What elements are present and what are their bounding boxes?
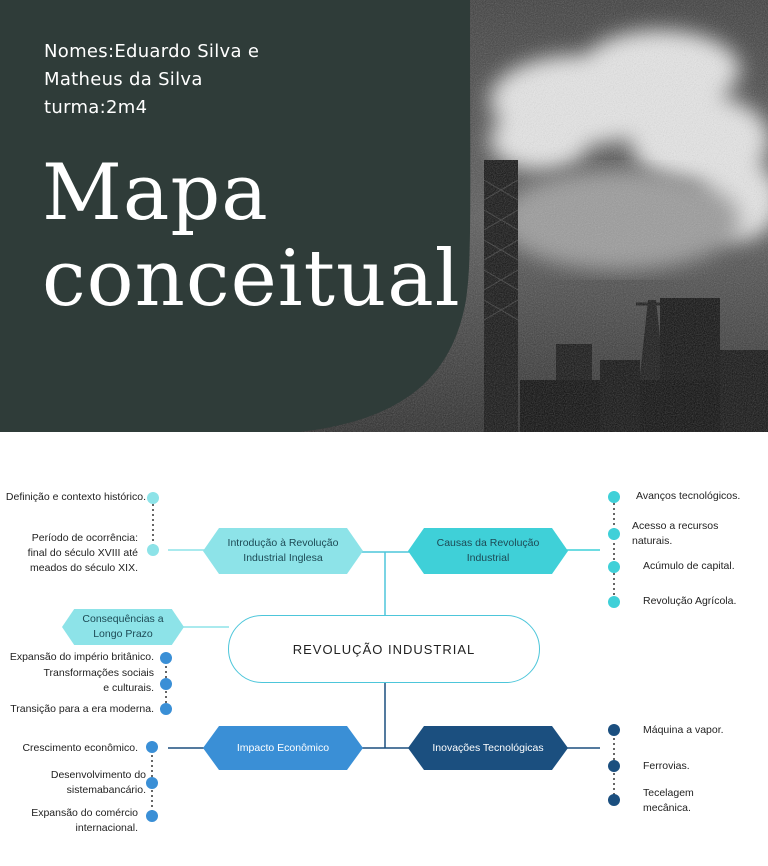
bullet-dot <box>147 492 159 504</box>
bullet-dot <box>608 528 620 540</box>
consequences-item-1: Expansão do império britânico. <box>9 651 154 663</box>
bullet-dot <box>146 741 158 753</box>
bullet-dot <box>608 491 620 503</box>
innovations-item-2: Ferrovias. <box>643 760 690 772</box>
causes-item-2: Acesso a recursos naturais. <box>632 520 719 547</box>
impact-item-3: Expansão do comércio internacional. <box>31 807 138 834</box>
connector-lines <box>146 491 620 822</box>
bullet-dot <box>608 794 620 806</box>
causes-item-1: Avanços tecnológicos. <box>636 490 741 502</box>
causes-item-3: Acúmulo de capital. <box>643 560 735 572</box>
bullet-dot <box>160 703 172 715</box>
innovations-item-1: Máquina a vapor. <box>643 724 724 736</box>
cover-title: Mapa conceitual <box>42 150 461 322</box>
bullet-dot <box>608 760 620 772</box>
bullet-dot <box>608 596 620 608</box>
class-line: turma:2m4 <box>44 97 148 118</box>
node-innovations: Inovações Tecnológicas <box>408 726 568 770</box>
bullet-dot <box>146 777 158 789</box>
names-line-1: Nomes:Eduardo Silva e <box>44 41 260 62</box>
bullet-dot <box>160 678 172 690</box>
title-line-1: Mapa <box>42 148 269 238</box>
consequences-item-2: Transformações sociais e culturais. <box>43 667 154 694</box>
names-line-2: Matheus da Silva <box>44 69 203 90</box>
author-credits: Nomes:Eduardo Silva e Matheus da Silva t… <box>44 38 259 122</box>
bullet-dot <box>146 810 158 822</box>
node-impact: Impacto Econômico <box>203 726 363 770</box>
bullet-dot <box>608 561 620 573</box>
industrial-smokestack-photo <box>300 0 768 432</box>
bullet-dot <box>147 544 159 556</box>
causes-item-4: Revolução Agrícola. <box>643 595 737 607</box>
intro-item-2: Período de ocorrência: final do século X… <box>27 532 138 574</box>
impact-item-1: Crescimento econômico. <box>22 742 138 754</box>
bullet-dot <box>160 652 172 664</box>
bullet-dot <box>608 724 620 736</box>
title-line-2: conceitual <box>42 234 461 324</box>
impact-item-2: Desenvolvimento do sistemabancário. <box>50 769 146 796</box>
central-node: REVOLUÇÃO INDUSTRIAL <box>228 615 540 683</box>
cover-section: Nomes:Eduardo Silva e Matheus da Silva t… <box>0 0 768 432</box>
intro-item-1: Definição e contexto histórico. <box>5 491 146 503</box>
innovations-item-3: Tecelagem mecânica. <box>643 787 694 814</box>
consequences-item-3: Transição para a era moderna. <box>10 703 154 715</box>
